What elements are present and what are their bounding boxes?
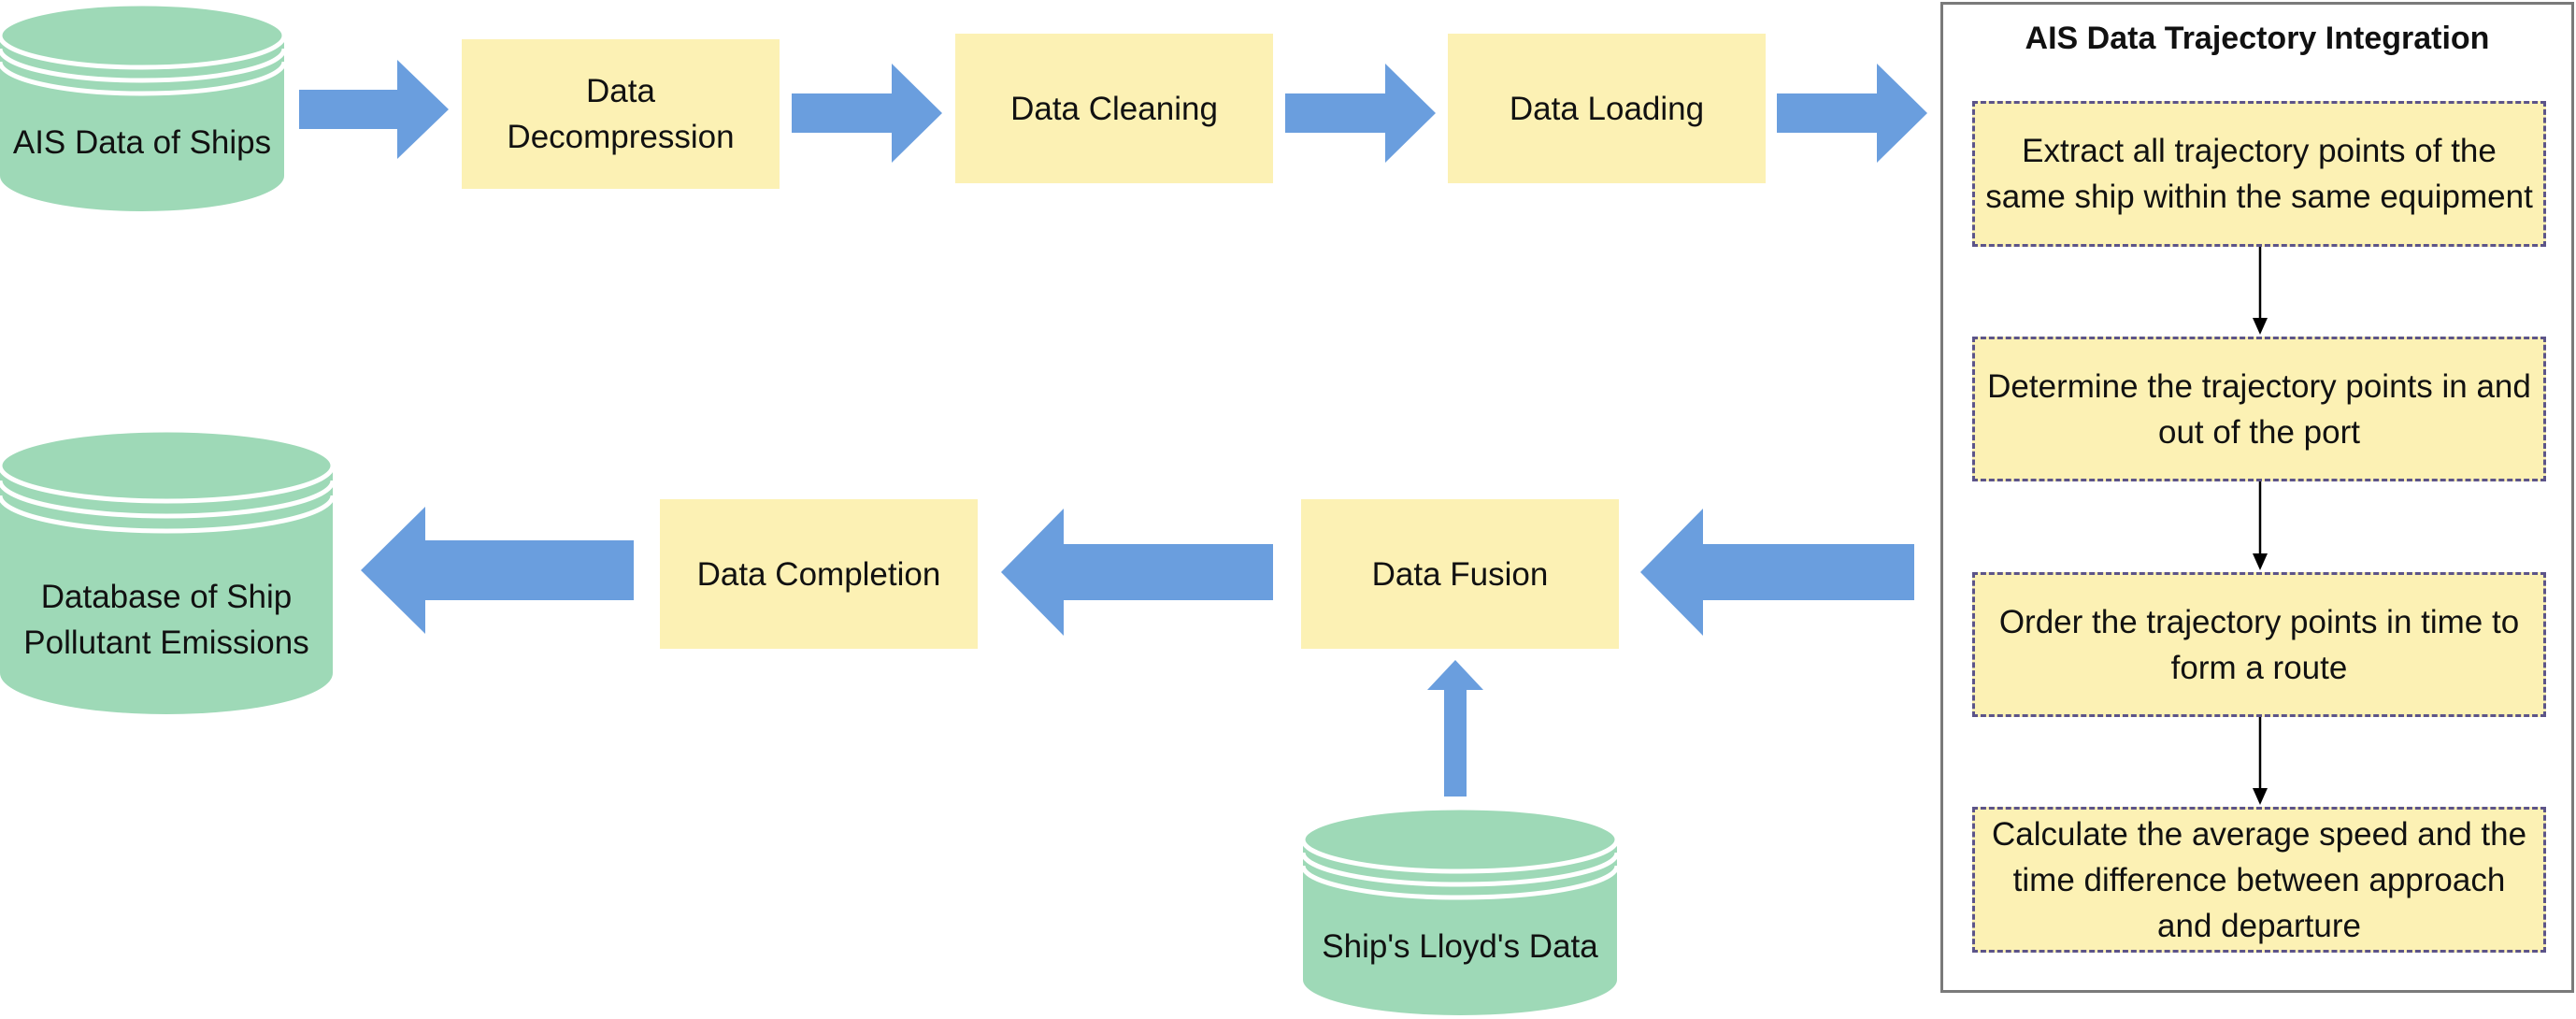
block-arrow-right-3 [1285,64,1436,163]
block-arrow-right-2 [792,64,942,163]
database-emissions-icon [0,427,336,714]
process-data-cleaning: Data Cleaning [955,34,1273,183]
block-arrow-up [1427,660,1483,797]
database-lloyds-label: Ship's Lloyd's Data [1322,927,1598,965]
connector-arrow-down-2 [2253,481,2268,570]
panel-title: AIS Data Trajectory Integration [2025,21,2490,56]
block-arrow-left-3 [361,507,634,634]
connector-arrow-down-3 [2253,717,2268,805]
process-data-completion: Data Completion [660,499,978,649]
database-ais-icon [0,1,287,211]
connector-arrow-down-1 [2253,247,2268,335]
panel-step-2: Determine the trajectory points in and o… [1972,337,2546,481]
database-ais-label: AIS Data of Ships [12,123,272,161]
database-emissions-label: Database of Ship Pollutant Emissions [23,579,309,661]
process-data-fusion: Data Fusion [1301,499,1619,649]
panel-step-4: Calculate the average speed and the time… [1972,807,2546,953]
block-arrow-right-4 [1777,64,1927,163]
database-lloyds-icon [1300,805,1620,1015]
panel-step-3: Order the trajectory points in time to f… [1972,572,2546,717]
block-arrow-left-1 [1640,509,1914,636]
process-data-loading: Data Loading [1448,34,1766,183]
block-arrow-right-1 [299,60,449,159]
panel-step-1: Extract all trajectory points of the sam… [1972,101,2546,247]
process-data-decompression: Data Decompression [462,39,780,189]
trajectory-integration-panel [1940,2,2574,993]
block-arrow-left-2 [1001,509,1273,636]
